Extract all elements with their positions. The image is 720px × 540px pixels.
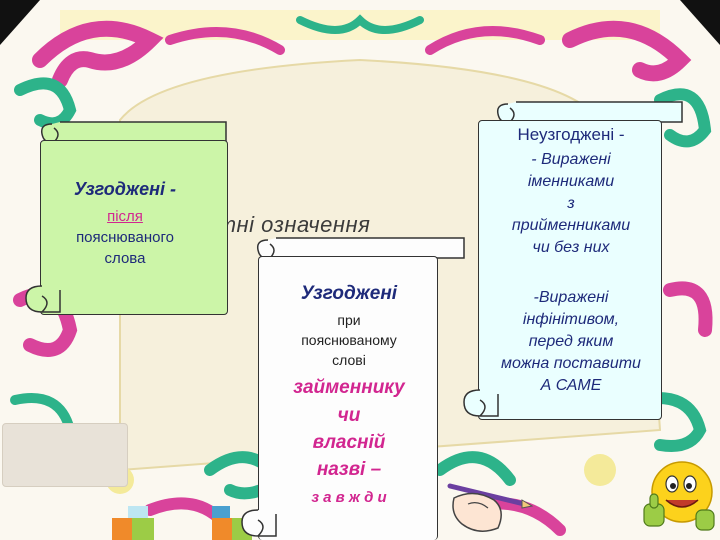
color-swatch-orange-1 [112,518,132,540]
card-middle-line3: слові [332,352,366,368]
background-title: итні означення [205,212,371,237]
smiley-thumbs-up-icon [643,461,715,531]
card-right-b2-l4: можна поставити [501,355,641,372]
card-right-b2-l3: перед яким [528,333,614,350]
color-swatch-orange-2 [212,518,232,540]
pencil-hand-icon [447,483,534,532]
card-middle-title: Узгоджені [300,283,398,304]
color-swatch-blue-1 [128,506,148,518]
card-right-b1-l4: прийменниками [511,217,631,234]
card-middle-emph1: займеннику [293,377,405,398]
card-right-b2-l5: А САМЕ [540,377,602,394]
card-right-b1-l5: чи без них [532,239,610,256]
color-swatch-green-1 [132,518,154,540]
color-swatch-blue-2 [212,506,230,518]
card-left-title: Узгоджені - [73,179,177,199]
card-right-b1-l2: іменниками [527,173,615,190]
middle-scroll-bottom-roll [241,509,277,537]
card-right-b2-l2: інфінітивом, [522,311,620,328]
card-left-line2: пояснюваного [76,229,174,246]
card-not-agreed: Неузгоджені - - Виражені іменниками з пр… [478,120,662,420]
right-scroll-bottom-roll [463,389,499,417]
card-right-b1-l1: - Виражені [531,151,611,168]
card-middle-line2: пояснюваному [301,332,397,348]
card-left-line1: після [107,208,143,225]
card-right-title: Неузгоджені - [517,125,625,144]
card-agreed-pronoun: Узгоджені при пояснюваному слові займенн… [258,256,438,540]
card-right-b1-l3: з [567,195,575,212]
card-middle-emph5: з а в ж д и [311,489,387,506]
card-middle-line1: при [337,312,361,328]
card-middle-emph2: чи [337,405,361,426]
card-middle-emph3: власній [312,432,386,453]
card-right-b2-l1: -Виражені [533,289,609,306]
card-middle-emph4: назві – [316,459,382,480]
left-scroll-bottom-roll [25,285,61,313]
card-agreed-after: Узгоджені - після пояснюваного слова [40,140,228,315]
placeholder-box [2,423,128,487]
card-left-line3: слова [104,250,146,267]
